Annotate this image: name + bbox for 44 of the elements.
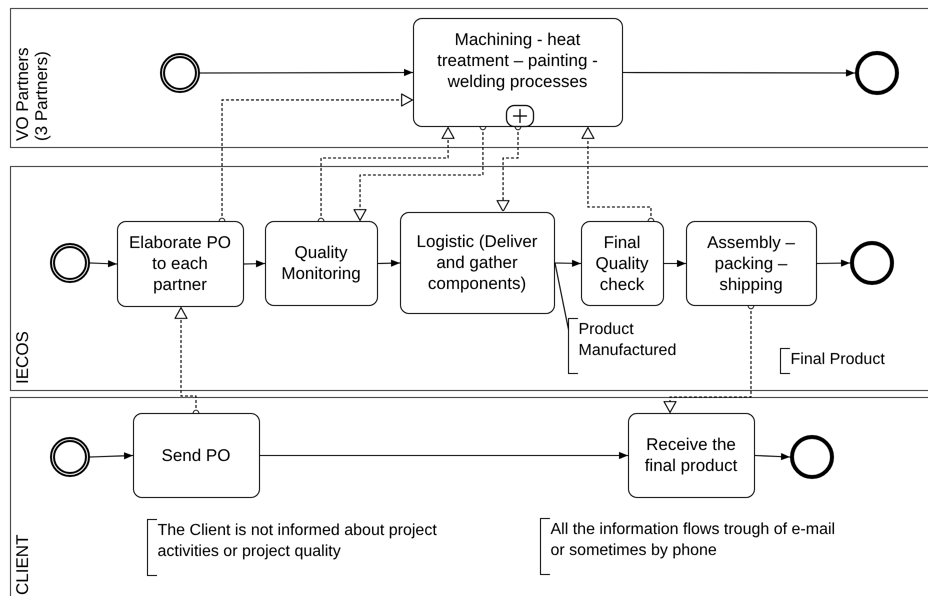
task-box bbox=[580, 220, 664, 306]
sequence-flow-arrow bbox=[200, 68, 413, 76]
task-label: Final Quality check bbox=[596, 232, 648, 294]
task-label: Receive the final product bbox=[644, 435, 738, 475]
start-event-circle bbox=[50, 436, 90, 476]
sequence-flow-arrow bbox=[260, 452, 628, 460]
task-label: Logistic (Deliver and gather components) bbox=[416, 232, 538, 293]
start-event-circle bbox=[50, 242, 90, 282]
sequence-flow-arrow bbox=[90, 260, 118, 268]
task-label: Quality Monitoring bbox=[281, 243, 361, 283]
sequence-flow-arrow bbox=[817, 260, 850, 267]
swimlane bbox=[10, 8, 928, 148]
annotation-text: The Client is not informed about project activities or project quality bbox=[158, 522, 437, 560]
task-box bbox=[116, 220, 244, 306]
task-label: Machining - heat treatment – painting - welding processes bbox=[437, 30, 598, 90]
end-event-circle bbox=[790, 434, 834, 478]
lane-label: IECOS bbox=[13, 331, 32, 384]
sequence-flow-arrow bbox=[378, 260, 400, 267]
end-event-circle bbox=[850, 240, 894, 284]
annotation-text: Product Manufactured bbox=[578, 320, 676, 358]
annotation-text: Final Product bbox=[790, 350, 885, 368]
sequence-flow-arrow bbox=[90, 452, 134, 460]
task-label: Assembly – packing – shipping bbox=[707, 232, 795, 294]
task-box bbox=[132, 412, 260, 498]
task-box bbox=[628, 412, 754, 498]
task-label: Send PO bbox=[162, 446, 230, 464]
sequence-flow-arrow bbox=[623, 69, 855, 77]
annotation-text: All the information flows trough of e-mail or sometimes by phone bbox=[550, 520, 836, 558]
sequence-flow-arrow bbox=[554, 260, 582, 267]
task-box bbox=[400, 212, 554, 314]
swimlane bbox=[10, 397, 928, 596]
task-label: Elaborate PO to each partner bbox=[128, 233, 232, 294]
sequence-flow-arrow bbox=[664, 260, 686, 268]
swimlane bbox=[10, 166, 928, 391]
task-box bbox=[412, 18, 622, 126]
end-event-circle bbox=[854, 50, 898, 94]
lane-label: CLIENT bbox=[13, 534, 32, 595]
sequence-flow-arrow bbox=[244, 260, 266, 268]
task-box bbox=[264, 220, 378, 306]
leader-line bbox=[554, 262, 570, 330]
sequence-flow-arrow bbox=[754, 453, 790, 460]
start-event-circle bbox=[160, 52, 200, 92]
lane-label: VO Partners (3 Partners) bbox=[13, 47, 51, 141]
task-box bbox=[686, 220, 816, 306]
